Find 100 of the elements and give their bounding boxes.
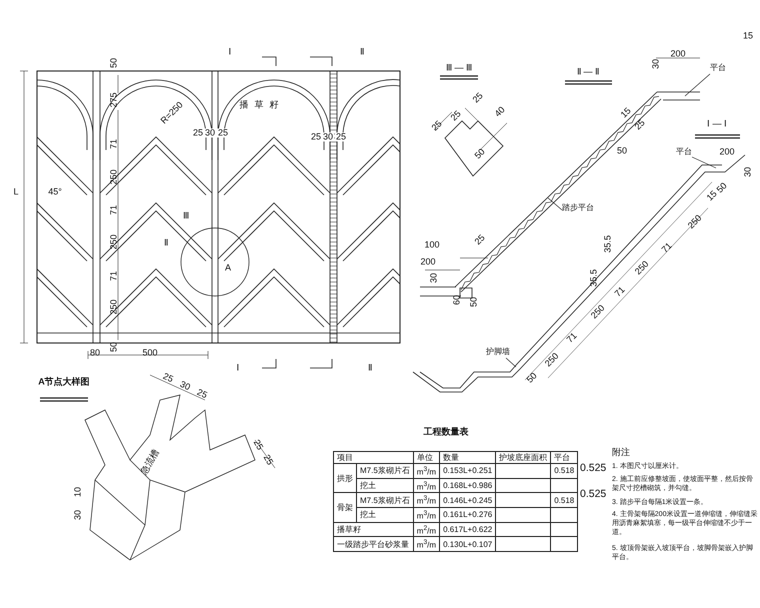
section-mark: Ⅲ (183, 212, 189, 220)
leader-line (548, 198, 562, 210)
dimension-text: 25 (430, 119, 444, 133)
table-cell: 0.168L+0.986 (440, 478, 496, 493)
dimension-text: 250 (110, 299, 118, 315)
dimension-text: 200 (719, 148, 735, 156)
section-mark: Ⅱ (368, 364, 372, 372)
part-label: 急流槽 (139, 448, 161, 476)
dimension-text: 60 (452, 295, 462, 305)
section-mark: Ⅱ (360, 48, 364, 56)
part-label: 护脚墙 (486, 348, 510, 356)
section-mark: Ⅰ (236, 364, 240, 372)
table-cell: 0.146L+0.245 (440, 492, 496, 508)
table-cell: m$^{3}$/m (413, 464, 440, 478)
table-cell: 挖土 (356, 478, 414, 493)
table-cell: 骨架 (334, 492, 356, 522)
table-cell: m$^{3}$/m (413, 478, 440, 493)
dimension-text: 15 (743, 32, 753, 40)
table-cell: 0.518 (550, 464, 578, 478)
table-cell: 0.130L+0.107 (440, 536, 496, 552)
dimension-text: 25 (162, 372, 174, 384)
dimension-text: 71 (110, 271, 118, 281)
dimension-text: 25 (192, 128, 204, 138)
table-cell: 一级踏步平台砂浆量 (334, 536, 414, 552)
section-title: Ⅲ — Ⅲ (446, 64, 472, 72)
dimension-text: 25 (633, 118, 647, 132)
dimension-text: 40 (493, 105, 507, 119)
table-cell: 数量 (440, 452, 496, 464)
dimension-text: L (14, 188, 18, 196)
dimension-text: 50 (110, 342, 118, 352)
section-title: Ⅰ — Ⅰ (707, 120, 727, 128)
dimension-text: 25 (335, 132, 347, 142)
dimension-text: 10 (74, 487, 82, 497)
leader-line (506, 358, 516, 368)
table-cell: 护坡底座面积 (496, 452, 551, 464)
table-cell: 项目 (334, 452, 414, 464)
dimension-text: 71 (613, 285, 627, 299)
table-cell: M7.5浆砌片石 (356, 464, 414, 478)
dimension-text: 500 (142, 348, 158, 358)
dimension-text: 0.525 (580, 463, 606, 474)
leader-line (684, 74, 710, 96)
dimension-text: 30 (322, 132, 334, 142)
table-cell: 0.161L+0.276 (440, 507, 496, 522)
part-label: 平台 (676, 148, 692, 156)
dimension-text: 25 (252, 438, 264, 452)
dimension-text: 30 (74, 510, 82, 520)
dimension-text: 50 (617, 146, 627, 156)
dimension-text: 250 (590, 304, 606, 320)
part-label: 踏步平台 (562, 204, 594, 212)
table-cell: M7.5浆砌片石 (356, 492, 414, 508)
dimension-text: 35.5 (604, 235, 612, 253)
dimension-text: 250 (110, 169, 118, 185)
dimension-text: 275 (110, 92, 118, 108)
dimension-text: 250 (634, 260, 650, 276)
dimension-text: 30 (178, 380, 192, 392)
table-cell: m$^{3}$/m (413, 507, 440, 522)
table-cell: m$^{3}$/m (413, 536, 440, 552)
part-label: 平台 (710, 64, 726, 72)
section-mark: Ⅰ (228, 48, 232, 56)
table-cell: m$^{3}$/m (413, 492, 440, 508)
section-title: 工程数量表 (424, 428, 468, 436)
area-label: 播草籽 (240, 100, 284, 110)
dimension-text: 50 (110, 58, 118, 68)
dimension-text: 30 (430, 273, 438, 283)
section-title: A节点大样图 (38, 378, 90, 386)
dimension-text: 71 (110, 205, 118, 215)
leader-line (692, 156, 716, 168)
dimension-text: 71 (110, 139, 118, 149)
dimension-text: 200 (670, 50, 686, 58)
section-mark: Ⅱ (164, 238, 168, 248)
dimension-text: 25 (196, 388, 208, 400)
detail-mark: A (225, 264, 231, 272)
section-title: Ⅱ — Ⅱ (577, 68, 599, 76)
dimension-text: 25 (262, 453, 274, 467)
table-cell: 播草籽 (334, 522, 414, 537)
dimension-text: 35.5 (590, 269, 598, 287)
dimension-text: 50 (525, 371, 539, 385)
dimension-text: 250 (544, 352, 560, 368)
notes-heading: 附注 (612, 448, 630, 457)
dimension-text: 30 (652, 59, 660, 69)
table-cell: 挖土 (356, 507, 414, 522)
dimension-text: 25 (473, 233, 487, 247)
dimension-text: 71 (565, 331, 579, 345)
dimension-text: 15 (619, 106, 633, 120)
table-cell: 0.518 (550, 492, 578, 508)
table-cell: 0.153L+0.251 (440, 464, 496, 478)
dimension-text: 45° (48, 188, 62, 196)
table-cell: 拱形 (334, 464, 356, 493)
dimension-text: 50 (470, 297, 478, 307)
dimension-text: 50 (473, 147, 487, 161)
table-cell: 平台 (550, 452, 578, 464)
dimension-text: 25 (449, 109, 463, 123)
dimension-text: 80 (90, 348, 100, 358)
dimension-text: 30 (744, 167, 752, 177)
dimension-text: 25 (471, 91, 485, 105)
dimension-text: 25 (310, 132, 322, 142)
dimension-text: 0.525 (580, 489, 606, 500)
dimension-text: 200 (420, 258, 436, 266)
dimension-text: 30 (204, 128, 216, 138)
dimension-text: 250 (686, 214, 704, 230)
